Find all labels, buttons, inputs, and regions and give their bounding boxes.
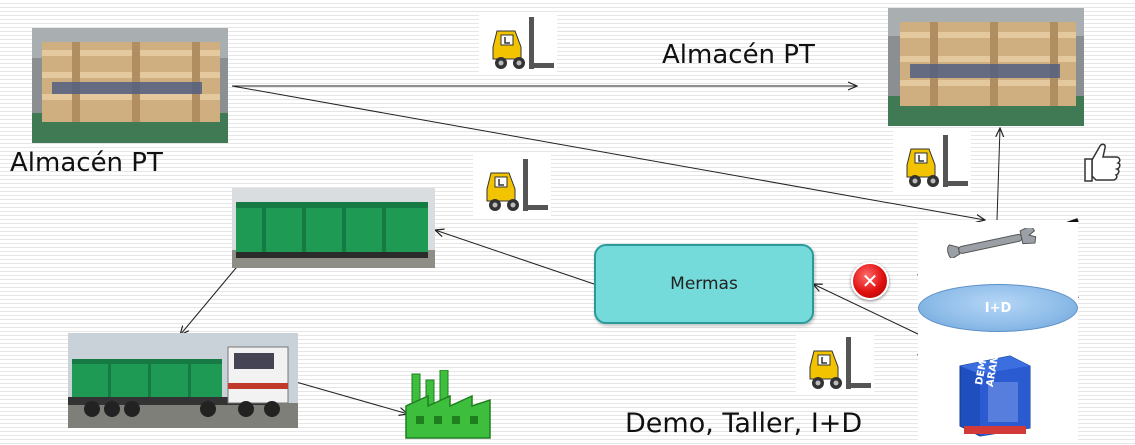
demo-box: DEMO ARANCO	[950, 339, 1040, 438]
forklift-icon	[796, 333, 874, 395]
forklift-icon	[473, 155, 551, 217]
container-photo	[232, 188, 435, 268]
id-oval: I+D	[918, 284, 1078, 332]
reject-x-icon: ✕	[851, 262, 889, 300]
forklift-icon	[893, 131, 971, 193]
mermas-label: Mermas	[670, 274, 738, 294]
arrow-mermas-to-container	[435, 230, 595, 285]
factory-icon	[402, 370, 494, 440]
mermas-box: Mermas	[594, 244, 814, 324]
almacen-left-label: Almacén PT	[10, 148, 163, 178]
demo-label: Demo, Taller, I+D	[625, 408, 863, 439]
arrow-demo-to-mermas	[813, 284, 921, 336]
arrow-repair-to-almacen	[997, 128, 1000, 221]
wrench-icon	[944, 228, 1040, 258]
arrow-crate-to-repair	[231, 85, 985, 220]
arrow-container-to-truck	[180, 255, 247, 335]
crate-photo-right	[888, 8, 1084, 126]
almacen-top-label: Almacén PT	[662, 40, 815, 70]
forklift-icon	[479, 13, 557, 75]
thumbs-up-icon	[1080, 140, 1124, 186]
crate-photo-left	[32, 28, 228, 143]
id-oval-label: I+D	[984, 300, 1012, 316]
truck-photo	[68, 333, 298, 428]
arrow-truck-to-factory	[295, 381, 408, 414]
